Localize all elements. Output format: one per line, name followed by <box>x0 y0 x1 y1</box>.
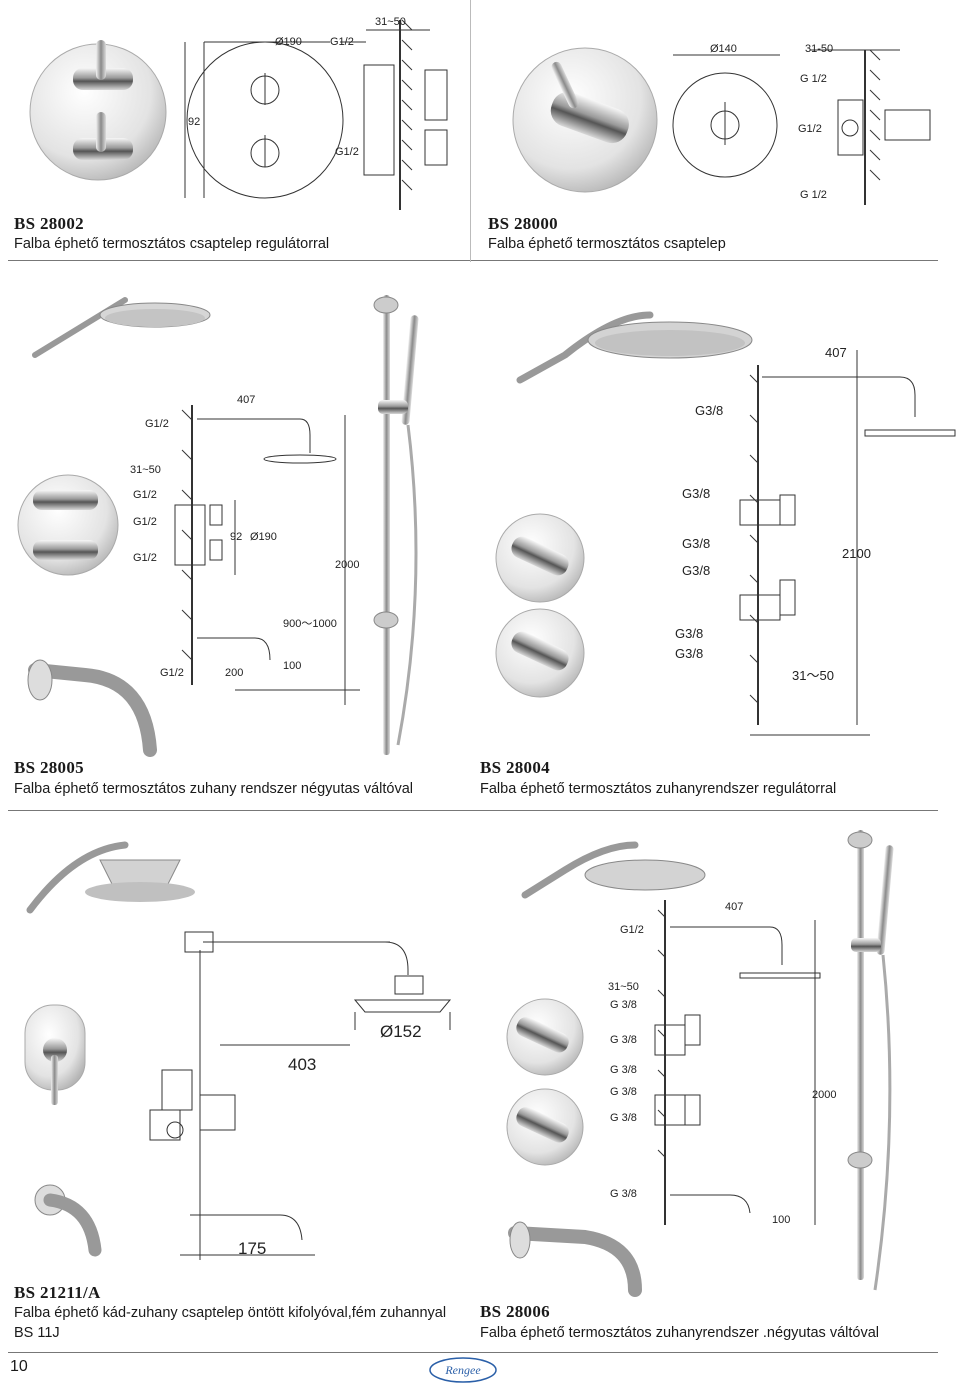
dim-g38-top: G3/8 <box>695 403 723 418</box>
photo-bs28005-shower <box>32 297 211 358</box>
dim-g38-b: G3/8 <box>682 536 710 551</box>
dim-g38-d: G 3/8 <box>610 1086 637 1098</box>
product-description: Falba éphető kád-zuhany csaptelep öntött… <box>14 1305 447 1321</box>
dim-g38-d: G3/8 <box>675 626 703 641</box>
drawing-bs28005: G1/2 407 31~50 G1/2 G1/2 G1/2 92 Ø190 20… <box>130 394 360 705</box>
dim-g12-d: G1/2 <box>160 667 184 679</box>
drawing-bs28006: 407 G1/2 31~50 G 3/8 G 3/8 G 3/8 G 3/8 G… <box>608 900 836 1226</box>
section-divider <box>8 810 938 811</box>
dim-31-50: 31-50 <box>805 43 833 55</box>
dim-31-50: 31～50 <box>792 668 834 683</box>
dim-g38-a: G 3/8 <box>610 999 637 1011</box>
dim-g12-a: G1/2 <box>330 36 354 48</box>
brand-logo: Rengee <box>429 1357 497 1383</box>
dim-g38-c: G 3/8 <box>610 1064 637 1076</box>
product-description: Falba éphető termosztátos zuhany rendsze… <box>14 781 413 797</box>
photo-bs28006-spout <box>508 1221 642 1297</box>
photo-bs21211-mixer <box>24 1004 86 1105</box>
dim-diameter-152: Ø152 <box>380 1022 422 1041</box>
brand-logo-text: Rengee <box>444 1363 481 1377</box>
dim-2100: 2100 <box>842 546 871 561</box>
dim-403: 403 <box>288 1055 316 1074</box>
dim-92: 92 <box>230 531 242 543</box>
drawing-bs28000: Ø140 31-50 G 1/2 G1/2 G 1/2 <box>672 43 931 205</box>
dim-g12-top: G1/2 <box>620 924 644 936</box>
dim-g38-c: G3/8 <box>682 563 710 578</box>
dim-g12-c: G1/2 <box>133 552 157 564</box>
dim-31-50: 31~50 <box>608 981 639 993</box>
product-code: BS 28000 <box>488 214 558 233</box>
section-divider <box>8 260 938 261</box>
dim-407: 407 <box>825 345 847 360</box>
photo-bs28004-mixer2 <box>495 608 585 698</box>
dim-g12-a: G 1/2 <box>800 73 827 85</box>
dim-200: 200 <box>225 667 243 679</box>
column-divider <box>470 0 471 262</box>
drawing-bs28004: 407 G3/8 G3/8 G3/8 G3/8 2100 G3/8 G3/8 3… <box>675 345 956 736</box>
photo-bs28004-mixer1 <box>495 513 585 603</box>
dim-g38-e: G3/8 <box>675 646 703 661</box>
footer-divider <box>8 1352 938 1353</box>
product-code: BS 28005 <box>14 758 84 777</box>
dim-407: 407 <box>237 394 255 406</box>
dim-g12-top: G1/2 <box>145 418 169 430</box>
drawing-bs21211: Ø152 403 175 <box>149 931 452 1260</box>
product-description: Falba éphető termosztátos zuhanyrendszer… <box>480 781 837 797</box>
dim-100: 100 <box>772 1214 790 1226</box>
dim-g38-f: G 3/8 <box>610 1188 637 1200</box>
dim-2000: 2000 <box>335 559 359 571</box>
dim-2000: 2000 <box>812 1089 836 1101</box>
dim-g12-a: G1/2 <box>133 489 157 501</box>
product-description: Falba éphető termosztátos csaptelep <box>488 236 726 252</box>
dim-diameter-190: Ø190 <box>250 531 277 543</box>
product-code: BS 28006 <box>480 1302 550 1321</box>
dim-g12-b: G1/2 <box>335 146 359 158</box>
photo-bs28002 <box>29 40 167 181</box>
dim-g12-b: G1/2 <box>133 516 157 528</box>
dim-100: 100 <box>283 660 301 672</box>
drawing-bs28002: Ø190 G1/2 31~50 92 G1/2 <box>184 16 448 210</box>
dim-175: 175 <box>238 1239 266 1258</box>
dim-diameter-190: Ø190 <box>275 36 302 48</box>
photo-bs28006-shower <box>521 841 706 899</box>
photo-bs28006-rail <box>847 830 894 1291</box>
product-code: BS 28002 <box>14 214 84 233</box>
photo-bs28005-mixer <box>17 474 119 576</box>
dim-g38-a: G3/8 <box>682 486 710 501</box>
product-extra: BS 11J <box>14 1325 60 1341</box>
dim-407: 407 <box>725 901 743 913</box>
product-code: BS 21211/A <box>14 1283 101 1302</box>
dim-g38-e: G 3/8 <box>610 1112 637 1124</box>
photo-bs28006-mixer2 <box>506 1088 584 1166</box>
photo-bs28004-shower <box>516 311 753 384</box>
dim-92: 92 <box>188 116 200 128</box>
product-description: Falba éphető termosztátos csaptelep regu… <box>14 236 330 252</box>
photo-bs28005-spout <box>27 659 157 757</box>
dim-900-1000: 900～1000 <box>283 618 337 630</box>
photo-bs28000 <box>512 47 658 193</box>
dim-31-50: 31~50 <box>130 464 161 476</box>
dim-diameter-140: Ø140 <box>710 43 737 55</box>
photo-bs21211-spout <box>34 1184 102 1257</box>
photo-bs28005-rail <box>373 295 419 755</box>
dim-g38-b: G 3/8 <box>610 1034 637 1046</box>
photo-bs28006-mixer1 <box>506 998 584 1076</box>
dim-g12-b: G1/2 <box>798 123 822 135</box>
dim-g12-c: G 1/2 <box>800 189 827 201</box>
dim-31-50: 31~50 <box>375 16 406 28</box>
photo-bs21211-shower <box>26 841 195 914</box>
product-description: Falba éphető termosztátos zuhanyrendszer… <box>480 1325 879 1341</box>
product-code: BS 28004 <box>480 758 550 777</box>
page-number: 10 <box>10 1358 28 1375</box>
